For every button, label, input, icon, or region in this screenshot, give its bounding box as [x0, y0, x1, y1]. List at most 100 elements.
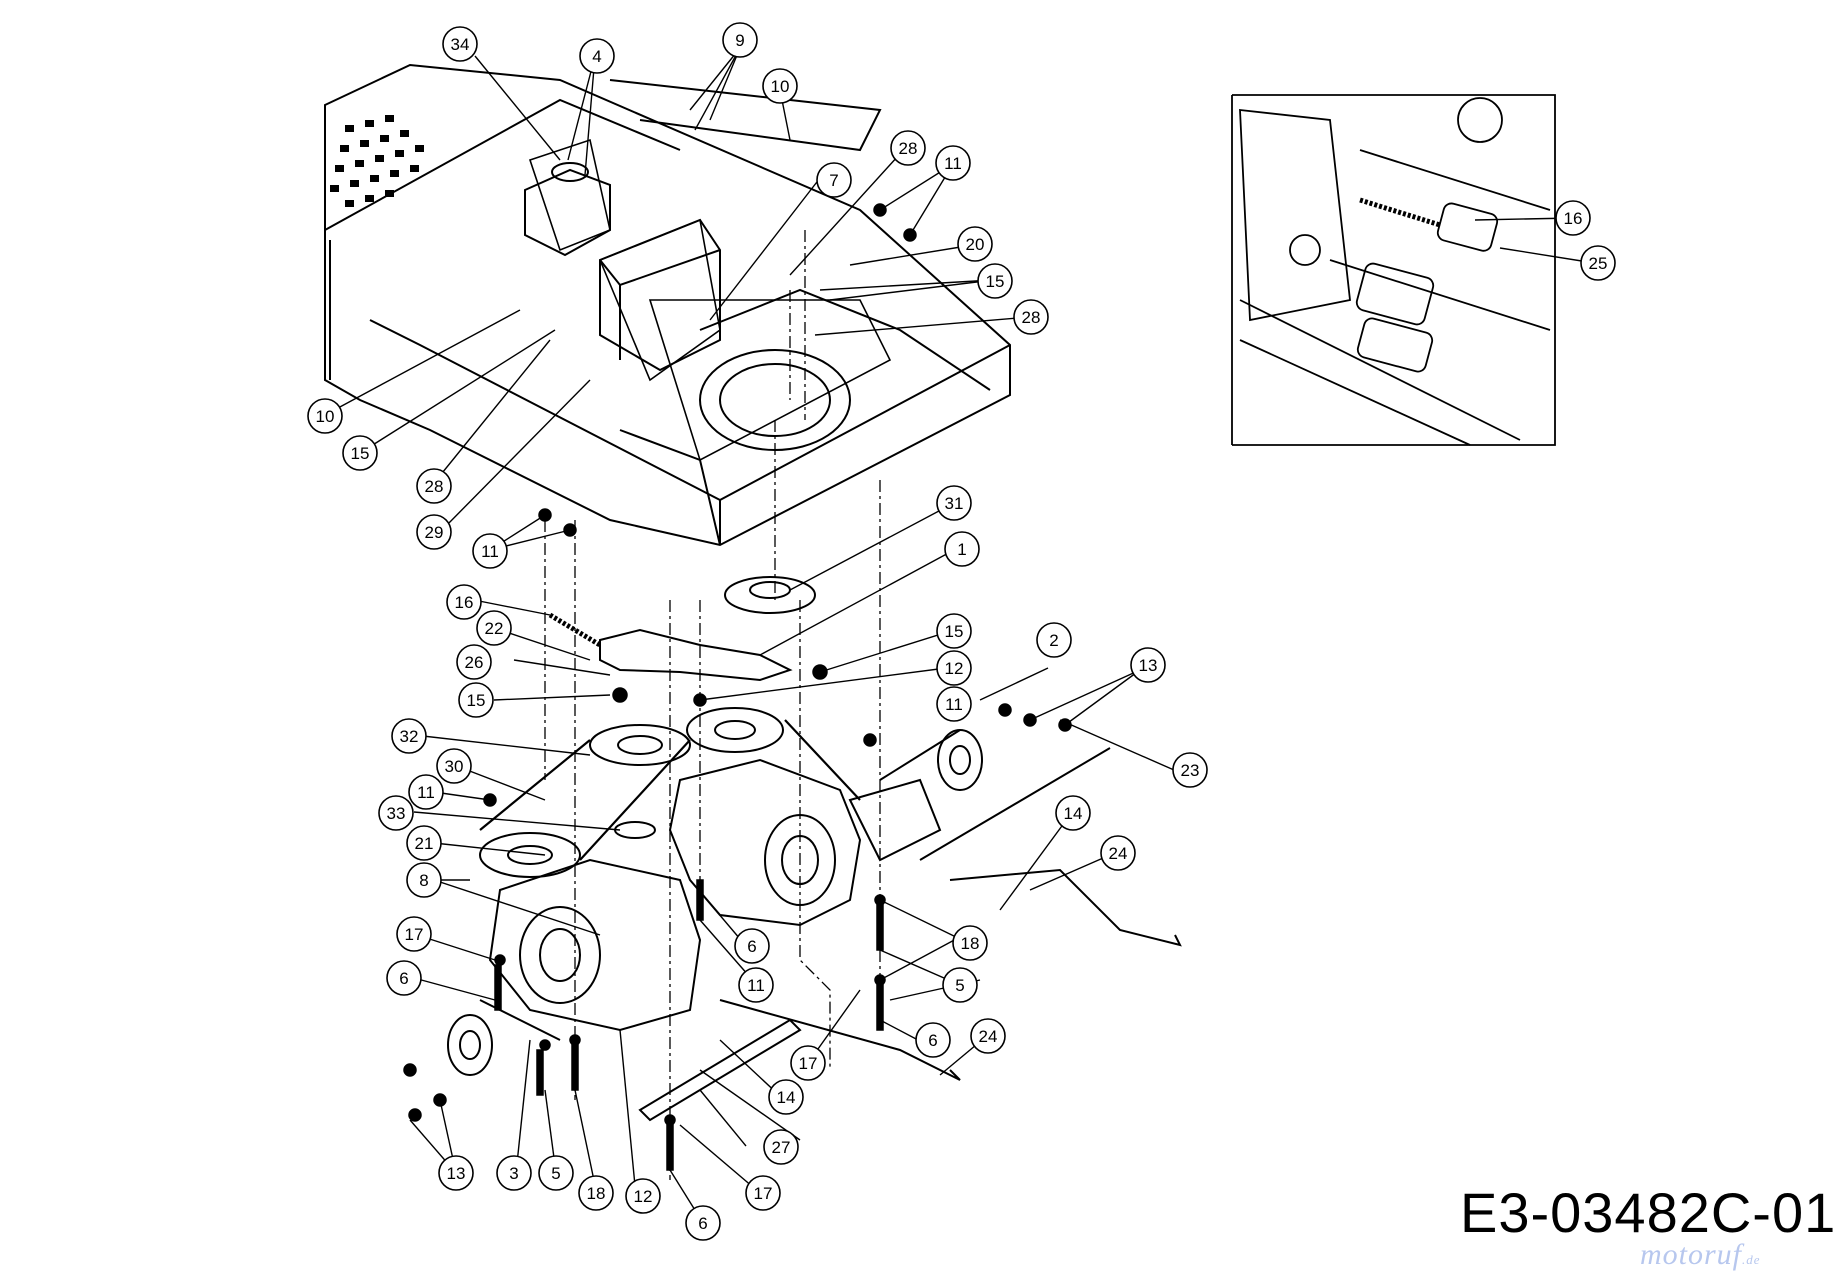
part-label-text: 27 [772, 1138, 791, 1157]
part-label-text: 15 [351, 444, 370, 463]
part-label-text: 9 [735, 31, 744, 50]
part-label: 3 [496, 1155, 532, 1191]
part-label-text: 17 [405, 925, 424, 944]
part-label-text: 33 [387, 804, 406, 823]
part-label: 32 [391, 718, 427, 754]
part-label-text: 18 [587, 1184, 606, 1203]
part-label-text: 13 [447, 1164, 466, 1183]
part-label-text: 31 [945, 494, 964, 513]
part-label-text: 28 [425, 477, 444, 496]
part-label-text: 11 [944, 154, 962, 173]
part-label: 31 [936, 485, 972, 521]
part-label-text: 23 [1181, 761, 1200, 780]
part-label: 4 [579, 38, 615, 74]
part-label-text: 8 [419, 871, 428, 890]
part-label: 25 [1580, 245, 1616, 281]
part-label: 11 [738, 967, 774, 1003]
part-label: 15 [342, 435, 378, 471]
part-label-text: 24 [1109, 844, 1128, 863]
part-label-text: 6 [698, 1214, 707, 1233]
part-label: 18 [578, 1175, 614, 1211]
part-label-text: 29 [425, 523, 444, 542]
pulleys [479, 576, 861, 878]
part-label: 8 [406, 862, 442, 898]
part-label-text: 20 [966, 235, 985, 254]
hardware-bolts [403, 203, 1072, 1171]
part-label: 6 [386, 960, 422, 996]
part-label: 24 [970, 1018, 1006, 1054]
part-label-text: 18 [961, 934, 980, 953]
part-label-text: 6 [747, 937, 756, 956]
part-label-text: 12 [634, 1187, 653, 1206]
part-label-text: 14 [1064, 804, 1083, 823]
part-label-text: 6 [399, 969, 408, 988]
idler-bracket [548, 612, 793, 682]
part-label: 15 [458, 682, 494, 718]
part-label-text: 5 [955, 976, 964, 995]
part-label-text: 11 [945, 695, 963, 714]
part-label-text: 15 [986, 272, 1005, 291]
part-label: 6 [915, 1022, 951, 1058]
part-label: 2 [1036, 622, 1072, 658]
part-label-text: 12 [945, 659, 964, 678]
left-transaxle [447, 858, 702, 1076]
part-label-text: 30 [445, 757, 464, 776]
part-labels: 34 4 9 10 7 28 11 20 15 28 10 15 28 29 1… [307, 22, 1616, 1241]
part-label: 16 [446, 584, 482, 620]
part-label: 23 [1172, 752, 1208, 788]
part-label-text: 15 [467, 691, 486, 710]
part-label: 34 [442, 26, 478, 62]
part-label: 9 [722, 22, 758, 58]
part-label: 1 [944, 531, 980, 567]
part-label: 11 [936, 686, 972, 722]
part-label: 5 [942, 967, 978, 1003]
watermark: motoruf.de [1640, 1240, 1761, 1270]
part-label: 17 [396, 916, 432, 952]
part-label: 12 [625, 1178, 661, 1214]
part-label: 22 [476, 610, 512, 646]
part-label-text: 17 [754, 1184, 773, 1203]
part-label-text: 16 [1564, 209, 1583, 228]
part-label: 11 [935, 145, 971, 181]
part-label-text: 11 [481, 542, 499, 561]
inset-detail [1231, 94, 1556, 446]
part-label-text: 26 [465, 653, 484, 672]
part-label-text: 10 [316, 407, 335, 426]
part-label-text: 4 [592, 47, 601, 66]
part-label-text: 16 [455, 593, 474, 612]
part-label-text: 6 [928, 1031, 937, 1050]
part-label: 6 [734, 928, 770, 964]
part-label-text: 1 [957, 540, 966, 559]
part-label-text: 32 [400, 727, 419, 746]
part-label: 11 [472, 533, 508, 569]
part-label: 26 [456, 644, 492, 680]
part-label: 10 [762, 68, 798, 104]
part-label: 15 [977, 263, 1013, 299]
part-label-text: 11 [417, 783, 435, 802]
battery [599, 218, 721, 372]
reservoir-tank [524, 162, 611, 257]
part-label-text: 34 [451, 35, 470, 54]
rods-and-links [638, 747, 1182, 1122]
part-label: 17 [790, 1045, 826, 1081]
part-label-text: 25 [1589, 254, 1608, 273]
part-label-text: 15 [945, 622, 964, 641]
part-label: 13 [1130, 647, 1166, 683]
part-label: 12 [936, 650, 972, 686]
part-label: 15 [936, 613, 972, 649]
part-label: 29 [416, 514, 452, 550]
part-label: 20 [957, 226, 993, 262]
part-label-text: 11 [747, 976, 765, 995]
part-label-text: 14 [777, 1088, 796, 1107]
part-label: 28 [1013, 299, 1049, 335]
part-label: 6 [685, 1205, 721, 1241]
part-label: 14 [1055, 795, 1091, 831]
part-label: 7 [816, 162, 852, 198]
part-label: 30 [436, 748, 472, 784]
watermark-brand: motoruf [1640, 1238, 1743, 1271]
part-label-text: 22 [485, 619, 504, 638]
part-label-text: 28 [1022, 308, 1041, 327]
part-label: 28 [416, 468, 452, 504]
part-label: 5 [538, 1155, 574, 1191]
